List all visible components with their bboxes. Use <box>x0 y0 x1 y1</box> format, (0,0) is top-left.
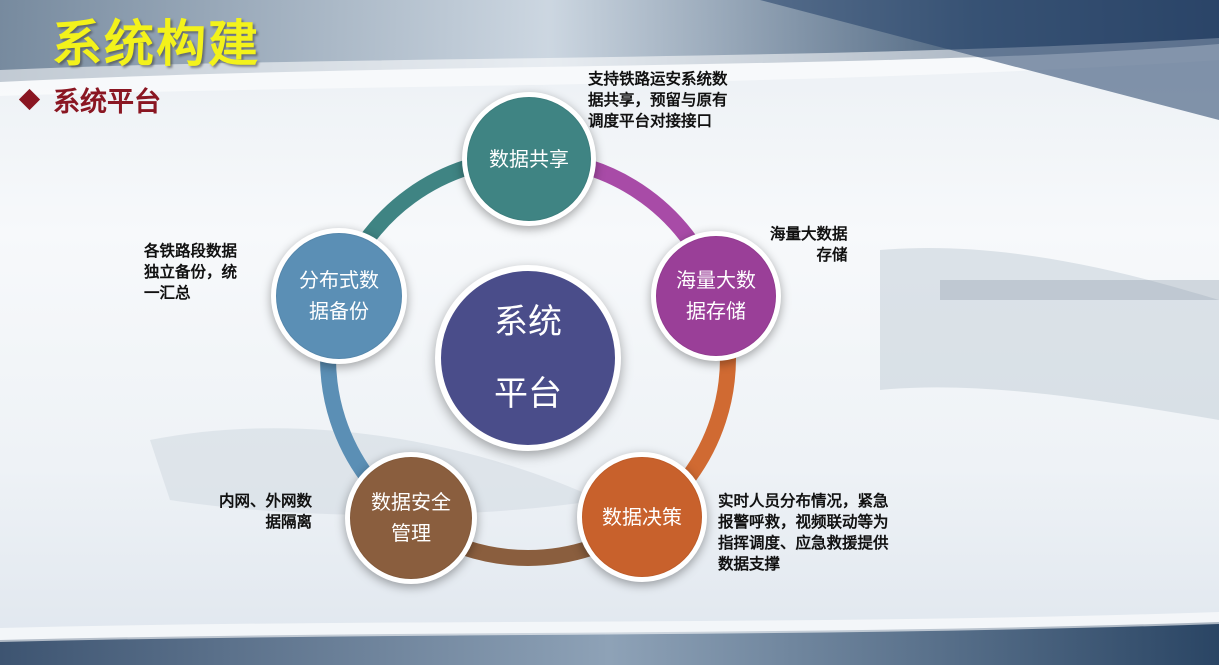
section-subtitle: 系统平台 <box>53 87 161 118</box>
note-data-sharing: 支持铁路运安系统数 据共享，预留与原有 调度平台对接接口 <box>588 70 728 130</box>
node-distributed-backup-label-2: 据备份 <box>309 299 369 323</box>
center-label-line2: 平台 <box>494 374 562 414</box>
node-data-security: 数据安全 管理 <box>345 452 477 584</box>
center-node: 系统 平台 <box>435 265 621 451</box>
node-big-data-storage-label-2: 据存储 <box>686 299 746 323</box>
note-data-security: 内网、外网数 据隔离 <box>219 492 313 531</box>
node-data-decision: 数据决策 <box>577 452 707 582</box>
center-label-line1: 系统 <box>494 302 562 342</box>
node-data-sharing-label: 数据共享 <box>489 146 569 171</box>
node-data-security-label-1: 数据安全 <box>371 490 451 514</box>
node-big-data-storage: 海量大数 据存储 <box>651 231 781 361</box>
section-heading: 系统平台 <box>18 80 161 119</box>
node-data-sharing: 数据共享 <box>462 92 596 226</box>
node-data-decision-label: 数据决策 <box>602 504 682 529</box>
page-title: 系统构建 <box>52 15 260 73</box>
note-distributed-backup: 各铁路段数据 独立备份，统 一汇总 <box>144 242 238 302</box>
node-data-security-label-2: 管理 <box>391 521 431 545</box>
note-big-data-storage: 海量大数据 存储 <box>770 225 848 264</box>
note-data-decision: 实时人员分布情况，紧急 报警呼救，视频联动等为 指挥调度、应急救援提供 数据支撑 <box>718 492 889 573</box>
node-distributed-backup: 分布式数 据备份 <box>271 228 407 364</box>
node-big-data-storage-label-1: 海量大数 <box>676 268 756 292</box>
node-distributed-backup-label-1: 分布式数 <box>299 268 379 292</box>
